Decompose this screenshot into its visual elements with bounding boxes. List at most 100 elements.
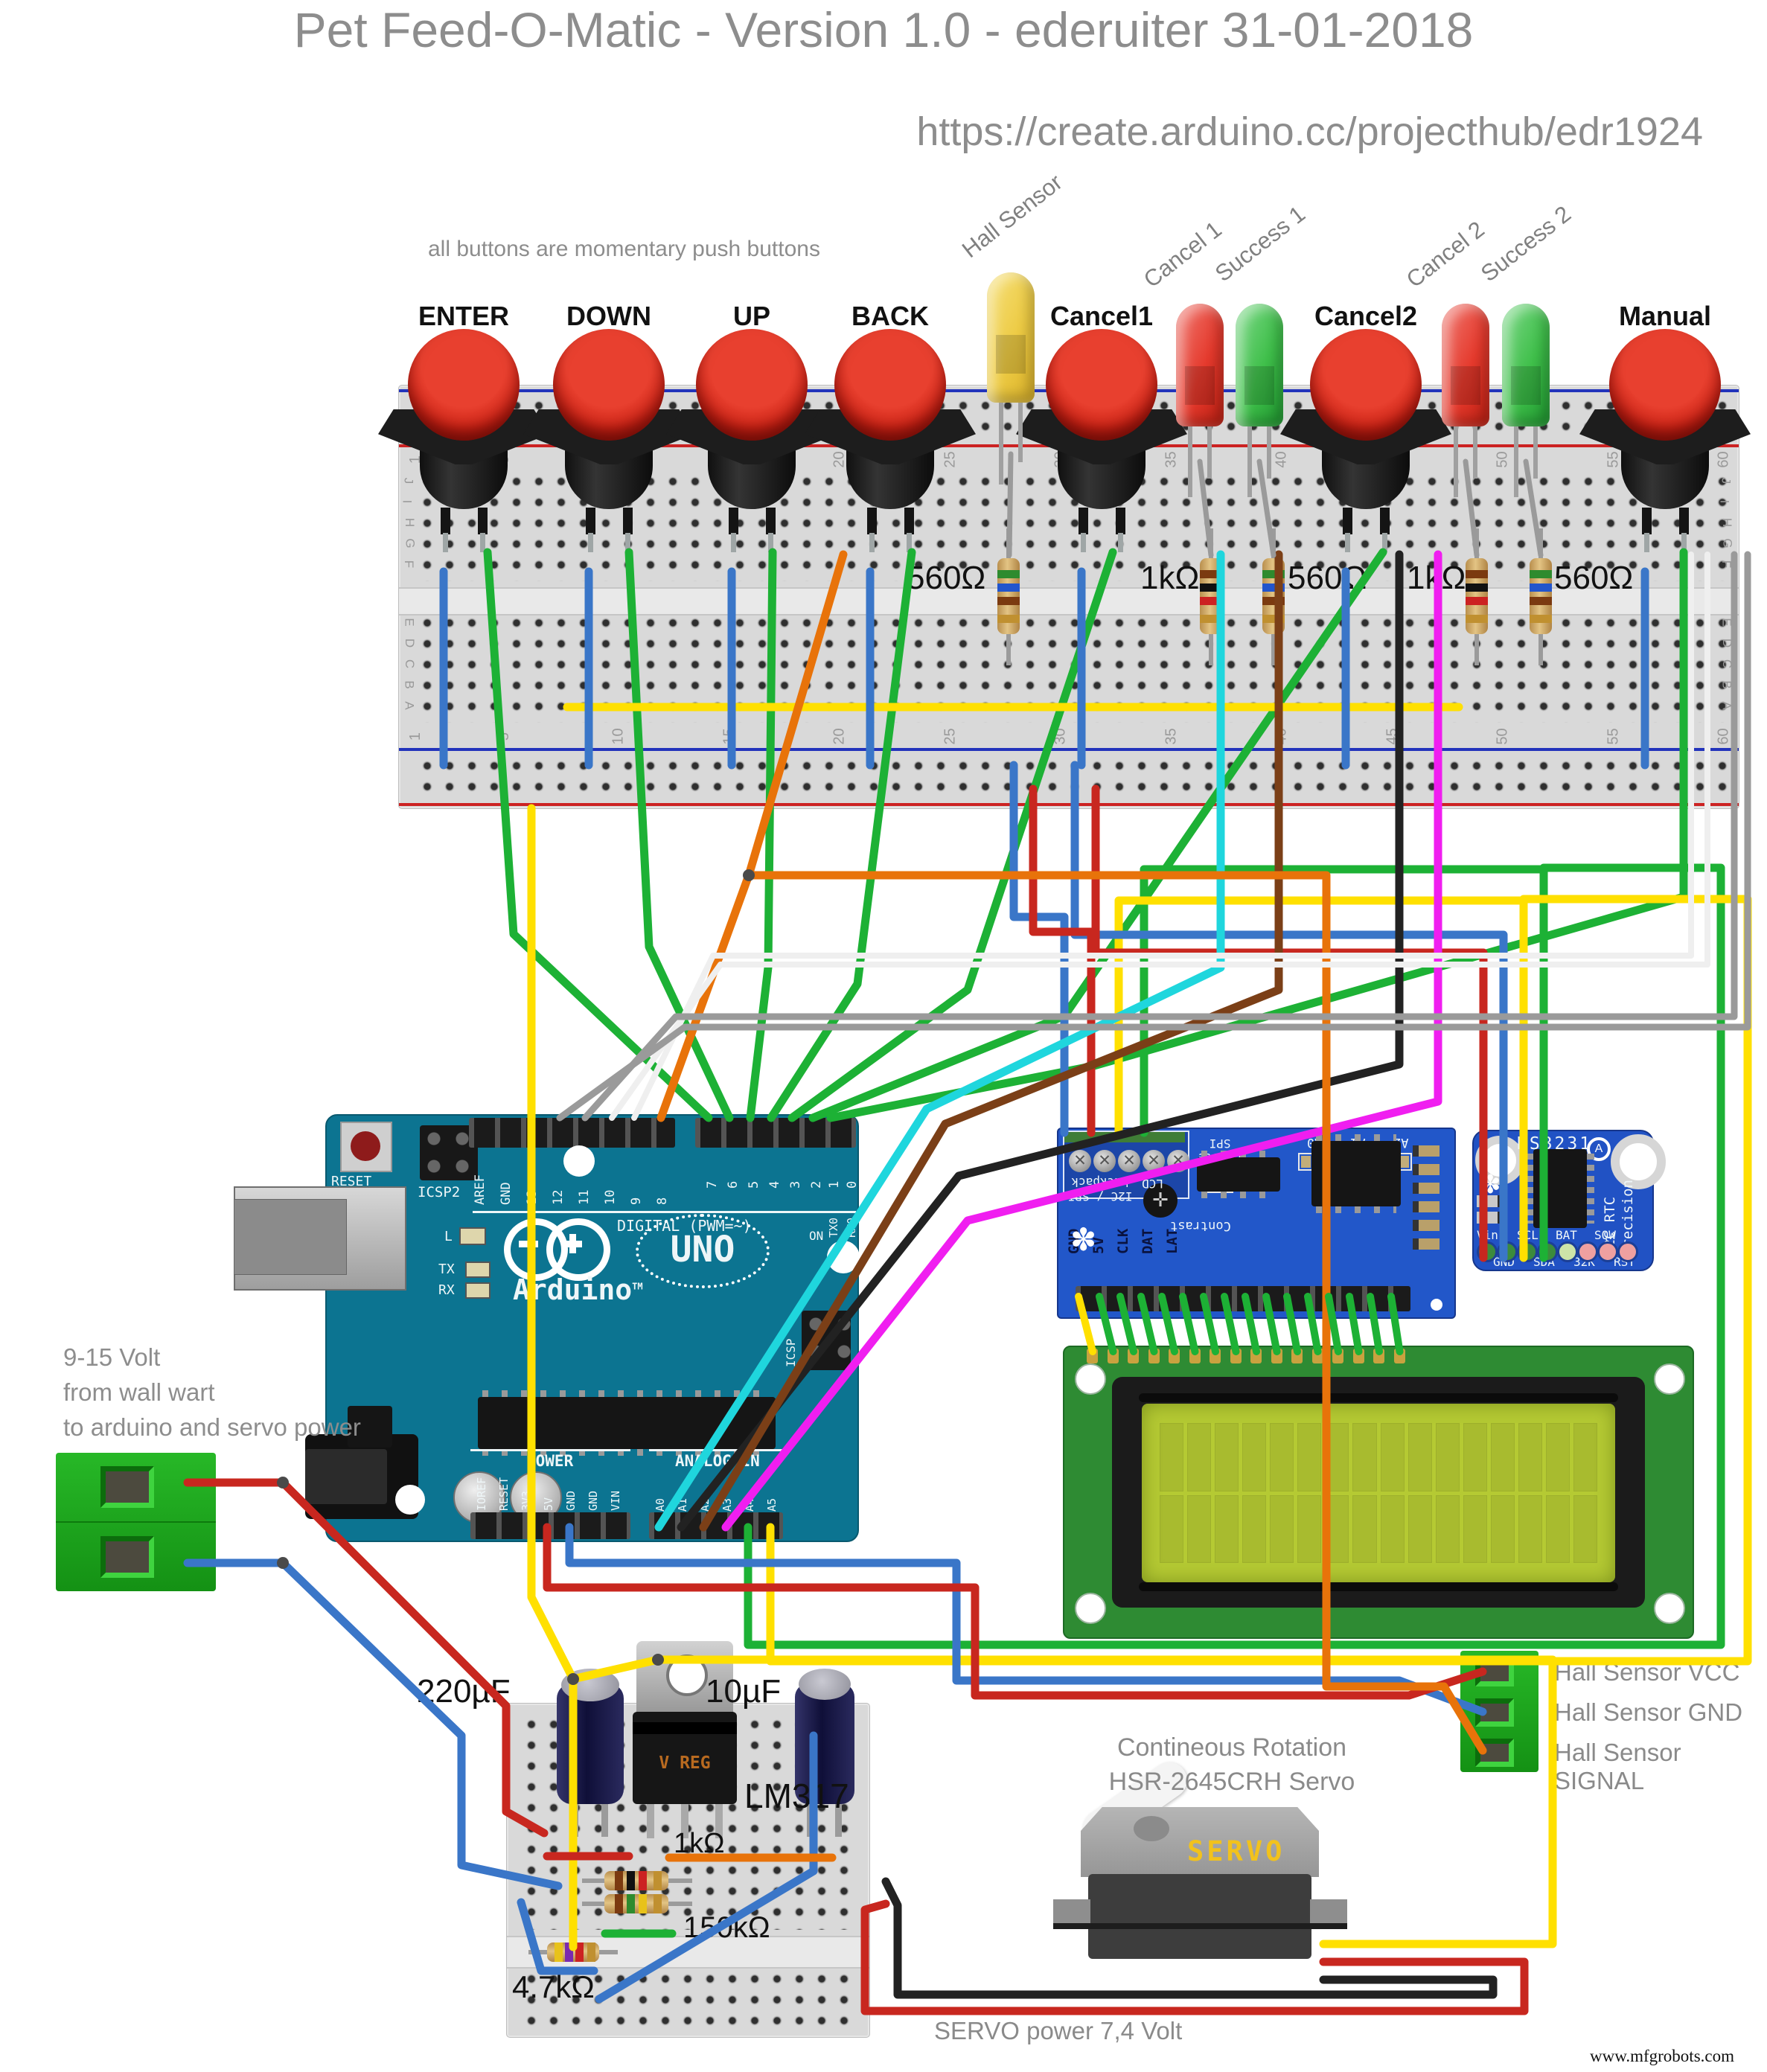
band <box>1262 583 1285 592</box>
band <box>1262 615 1285 623</box>
resistor-label-1k-2: 1kΩ <box>1407 560 1466 596</box>
bb-row-letter: E <box>402 618 417 627</box>
pin-label-reset: RESET <box>497 1477 511 1511</box>
lcd-character-grid <box>1160 1423 1597 1563</box>
led-notch <box>1511 366 1541 405</box>
button-cap <box>834 329 946 441</box>
small-chip <box>348 1406 392 1448</box>
resistor-leg <box>1538 634 1543 665</box>
desc-line: backpack <box>1071 1175 1129 1189</box>
led-label-success-2: Success 2 <box>1475 200 1576 287</box>
label-150k: 150kΩ <box>683 1911 770 1944</box>
chip-legs <box>1316 1206 1396 1213</box>
band <box>1200 583 1222 592</box>
icsp2-header <box>420 1125 478 1180</box>
silk-line-analog <box>649 1449 783 1451</box>
resistor-body <box>547 1942 599 1962</box>
reset-label: RESET <box>331 1174 372 1189</box>
cap-leg <box>572 1804 578 1837</box>
lcd-pin-pad <box>1373 1349 1384 1363</box>
smd-resistor <box>1413 1220 1440 1231</box>
lcd-cell <box>1545 1494 1570 1563</box>
logo-minus <box>519 1241 538 1247</box>
band <box>1200 597 1222 605</box>
resistor-label-560-2: 560Ω <box>1288 560 1367 596</box>
lm317-regulator: V REG <box>629 1641 741 1838</box>
rtc-pin-label-sqw: SQW <box>1594 1228 1616 1242</box>
resistor-leg <box>528 1950 547 1954</box>
uno-oval: UNO <box>636 1214 770 1288</box>
bb-column-number: 35 <box>1163 728 1180 745</box>
vreg-band <box>633 1722 737 1734</box>
mounting-hole <box>395 1485 425 1515</box>
band <box>1530 583 1552 592</box>
rtc-pin-label-scl: SCL <box>1517 1228 1538 1242</box>
lcd-cell <box>1573 1423 1597 1491</box>
resistor-body <box>604 1894 668 1913</box>
pin-label-gnd1: GND <box>564 1490 578 1511</box>
rtc-pin-label-bat: BAT <box>1556 1228 1577 1242</box>
servo-pivot <box>1134 1816 1169 1841</box>
project-url: https://create.arduino.cc/projecthub/edr… <box>916 109 1703 154</box>
bb-row-letter: F <box>1719 560 1734 569</box>
band <box>575 1942 584 1962</box>
led-hall-sensor <box>987 272 1035 496</box>
bb-column-number: 20 <box>831 728 848 745</box>
resistor-vertical <box>1530 528 1552 665</box>
button-leg-tip <box>907 533 912 552</box>
lcd-cell <box>1187 1494 1212 1563</box>
band <box>555 1942 563 1962</box>
bb-column-number: 25 <box>942 728 959 745</box>
led-label-cancel-2: Cancel 2 <box>1401 216 1489 293</box>
pin-label-10: 10 <box>603 1189 618 1205</box>
pin-label-9: 9 <box>629 1197 644 1205</box>
capacitor-220uf <box>557 1669 624 1837</box>
led-rx <box>465 1282 491 1299</box>
chip-legs <box>482 1390 771 1397</box>
pin-label-5: 5 <box>747 1180 761 1189</box>
terminal-pin <box>100 1536 154 1578</box>
spi-text: SPI <box>1209 1136 1231 1151</box>
servo-note-line: Contineous Rotation <box>1116 1733 1347 1762</box>
power-note: 9-15 Volt from wall wart to arduino and … <box>63 1340 361 1445</box>
pin-label-5v: 5V <box>542 1497 555 1511</box>
cap-body <box>557 1684 624 1804</box>
vreg-chip-text: V REG <box>659 1753 711 1773</box>
wire-blue <box>1009 761 1069 1137</box>
board-hole <box>1431 1299 1442 1311</box>
rtc-pin <box>1557 1241 1578 1262</box>
band <box>1200 570 1222 578</box>
button-leg-tip <box>768 533 773 552</box>
vreg-tab-hole <box>666 1654 708 1696</box>
lcd-pin-pad <box>1332 1349 1343 1363</box>
lcd-cell <box>1518 1494 1542 1563</box>
button-leg <box>1642 508 1652 534</box>
lcd-cell <box>1215 1494 1239 1563</box>
lcd-cell <box>1187 1423 1212 1491</box>
button-leg <box>1116 508 1125 534</box>
band <box>654 1894 662 1913</box>
pin-label-8: 8 <box>655 1197 670 1205</box>
lcd-cell <box>1407 1494 1432 1563</box>
screw-terminal: ✕ <box>1118 1150 1140 1172</box>
bb-column-number: 45 <box>1384 728 1401 745</box>
lcd-pin-pad <box>1271 1349 1282 1363</box>
push-button-down <box>523 322 694 552</box>
lcd-cell <box>1270 1494 1294 1563</box>
button-leg <box>441 508 450 534</box>
cap-top <box>799 1669 851 1700</box>
rtc-pin <box>1537 1241 1558 1262</box>
smd-resistor <box>1413 1145 1440 1157</box>
vreg-body: V REG <box>633 1712 737 1804</box>
lcd-pin-pad <box>1148 1349 1160 1363</box>
lcd-cell <box>1407 1423 1432 1491</box>
bb-row-letter: E <box>1719 618 1734 627</box>
rtc-pin <box>1517 1241 1538 1262</box>
button-cap <box>696 329 808 441</box>
terminal-top-strip <box>1064 1132 1185 1142</box>
button-leg-tip <box>1345 533 1350 552</box>
wire-blue <box>183 1558 563 1890</box>
button-leg-tip <box>869 533 875 552</box>
resistor-leg <box>1006 528 1011 558</box>
